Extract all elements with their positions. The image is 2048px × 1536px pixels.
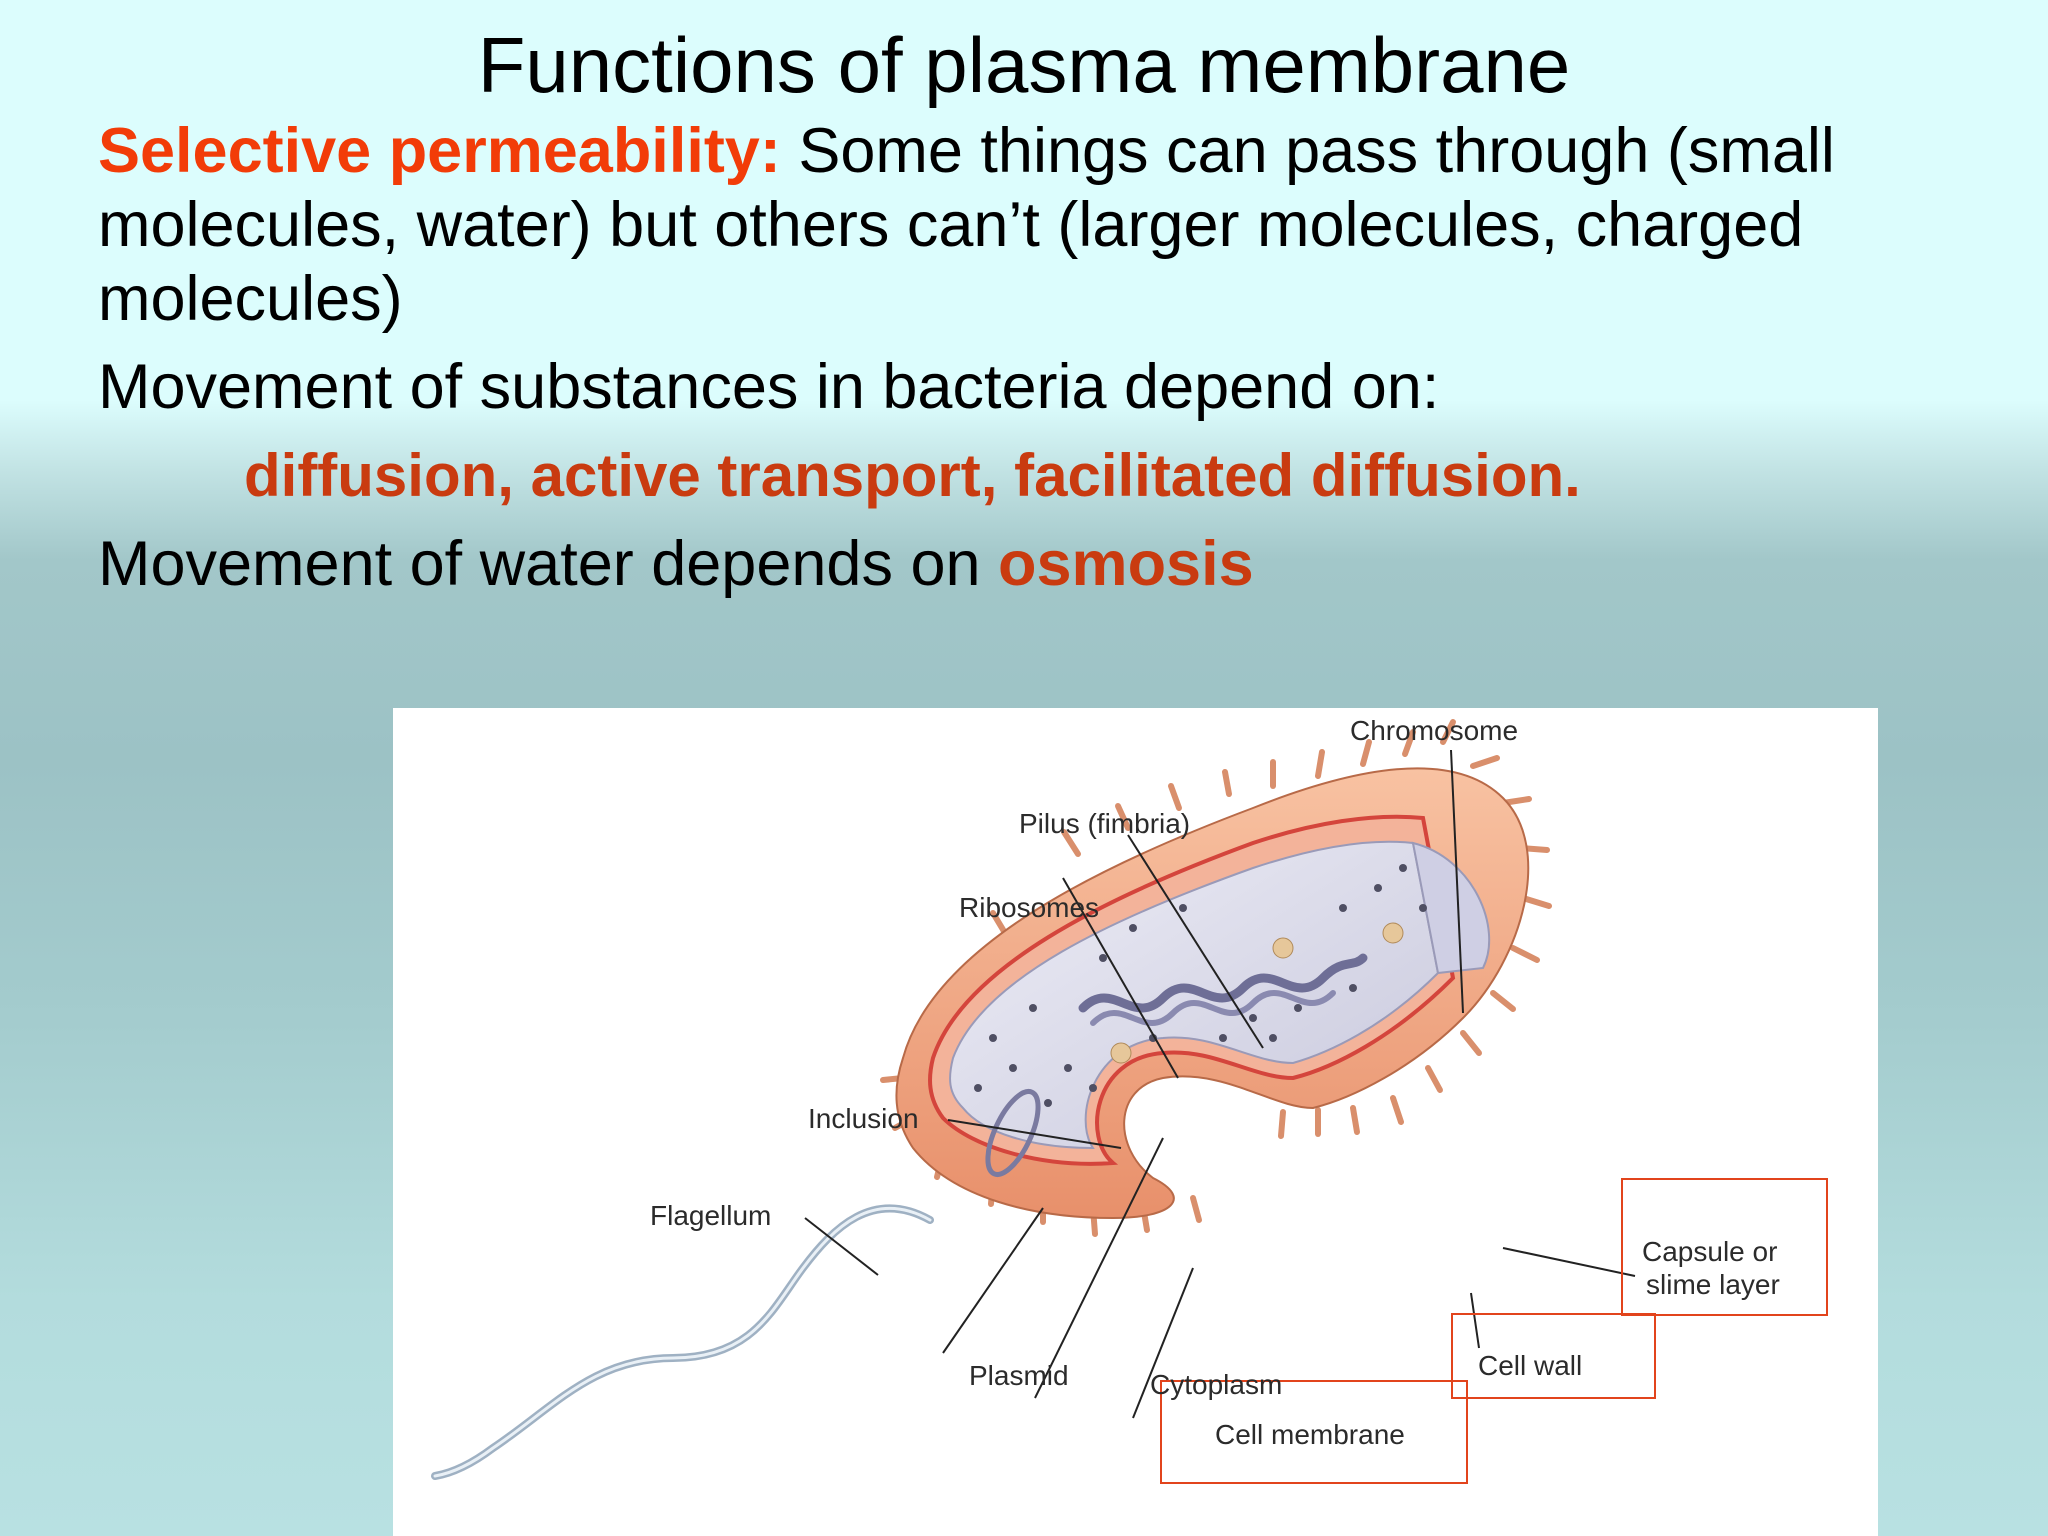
movement-water-paragraph: Movement of water depends on osmosis (98, 527, 1254, 601)
ribosomes-label: Ribosomes (959, 892, 1100, 923)
capsule-label-line1: Capsule or (1642, 1236, 1778, 1267)
movement-water-prefix: Movement of water depends on (98, 529, 999, 599)
pilus-label: Pilus (fimbria) (1019, 808, 1191, 839)
cut-face (1411, 841, 1491, 975)
leader-lines (804, 749, 1636, 1419)
chromosome-coil (1078, 953, 1368, 1013)
chromosome-label: Chromosome (1350, 715, 1519, 746)
cell-wall-label: Cell wall (1478, 1350, 1583, 1381)
capsule-label-line2: slime layer (1646, 1269, 1780, 1300)
inclusion-label: Inclusion (808, 1103, 919, 1134)
selective-permeability-text: Some things can pass through (small mole… (98, 116, 1835, 334)
bacterial-cell-illustration (431, 719, 1636, 1480)
flagellum-label: Flagellum (650, 1200, 772, 1231)
capsule-highlight-box (1621, 1178, 1828, 1316)
cytoplasm-region (949, 840, 1440, 1150)
movement-substances-text: Movement of substances in bacteria depen… (98, 352, 1440, 422)
inclusion-granule (1110, 1042, 1132, 1064)
selective-permeability-label: Selective permeability: (98, 116, 781, 186)
ribosome-dots (974, 864, 1427, 1107)
plasmid-ring (985, 1089, 1041, 1177)
slide-title: Functions of plasma membrane (477, 21, 1571, 109)
cell-membrane-highlight-box (1160, 1380, 1468, 1484)
bacterial-cell-diagram: Chromosome Pilus (fimbria) Ribosomes Inc… (393, 708, 1878, 1536)
cytoplasm-label: Cytoplasm (1150, 1369, 1283, 1400)
cell-wall-highlight-box (1451, 1313, 1656, 1399)
osmosis-term: osmosis (998, 529, 1254, 599)
selective-permeability-paragraph: Selective permeability: Some things can … (98, 114, 1998, 336)
transport-types-text: diffusion, active transport, facilitated… (244, 442, 1581, 509)
cell-membrane-label: Cell membrane (1215, 1419, 1405, 1450)
plasmid-label: Plasmid (969, 1360, 1069, 1391)
